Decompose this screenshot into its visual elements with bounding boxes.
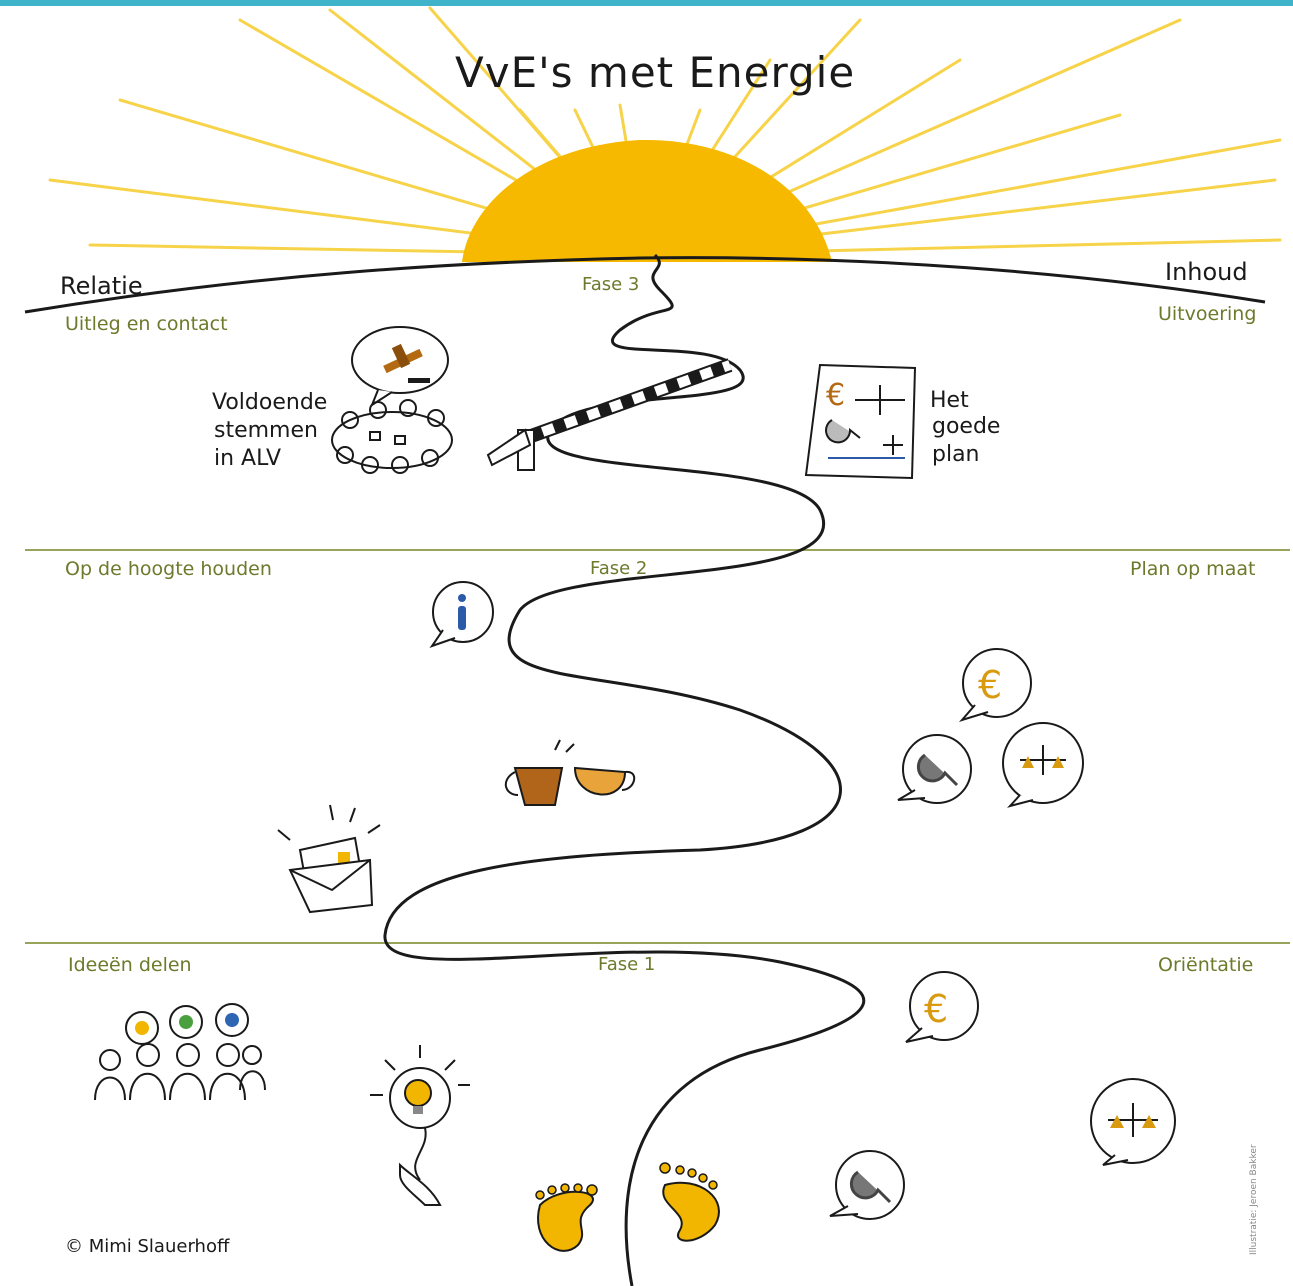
phase2-right-label: Plan op maat: [1130, 558, 1256, 580]
wrench-bubble-icon: [829, 1150, 905, 1220]
phase3-left-label: Uitleg en contact: [65, 313, 228, 335]
phase2-left-label: Op de hoogte houden: [65, 558, 272, 580]
phase1-right-label: Oriëntatie: [1158, 954, 1254, 976]
sun-icon: [462, 139, 832, 262]
phase1-center-label: Fase 1: [598, 954, 656, 975]
newsletter-envelope-icon: [277, 804, 381, 914]
diagram-title: VvE's met Energie: [455, 48, 856, 97]
scales-bubble-icon: [1002, 722, 1084, 808]
lightbulb-balloon-icon: [370, 1045, 470, 1206]
note-voldoende-line3: in ALV: [214, 446, 281, 471]
corner-label-right: Inhoud: [1165, 258, 1248, 286]
people-group-icon: [331, 399, 453, 474]
wrench-bubble-icon: [897, 734, 972, 804]
note-voldoende-line2: stemmen: [214, 418, 318, 443]
note-plan-line1: Het: [930, 388, 969, 413]
note-plan-line2: goede: [932, 414, 1001, 439]
barrier-icon: [486, 358, 733, 471]
euro-bubble-icon: €: [905, 971, 979, 1043]
phase2-center-label: Fase 2: [590, 558, 648, 579]
top-accent-bar: [0, 0, 1293, 6]
illustrator-credit: Illustratie: Jeroen Bakker: [1249, 1144, 1259, 1255]
svg-text:€: €: [978, 663, 1002, 707]
info-bubble-icon: [429, 581, 494, 648]
note-voldoende-line1: Voldoende: [212, 390, 328, 415]
corner-label-left: Relatie: [60, 272, 143, 300]
gavel-icon: [351, 326, 449, 408]
scales-bubble-icon: [1090, 1078, 1176, 1166]
svg-text:€: €: [924, 987, 948, 1031]
svg-text:€: €: [826, 378, 845, 413]
horizon-line: [24, 256, 1266, 314]
footprints-icon: [535, 1162, 720, 1252]
plan-document-icon: €: [804, 363, 917, 480]
phase3-center-label: Fase 3: [582, 274, 640, 295]
note-plan-line3: plan: [932, 442, 980, 467]
euro-bubble-icon: €: [958, 648, 1032, 722]
ideas-people-icon: [94, 1003, 266, 1101]
phase3-right-label: Uitvoering: [1158, 303, 1257, 325]
phase1-left-label: Ideeën delen: [68, 954, 192, 976]
tea-cups-icon: [504, 739, 636, 806]
copyright-credit: © Mimi Slauerhoff: [65, 1236, 230, 1257]
